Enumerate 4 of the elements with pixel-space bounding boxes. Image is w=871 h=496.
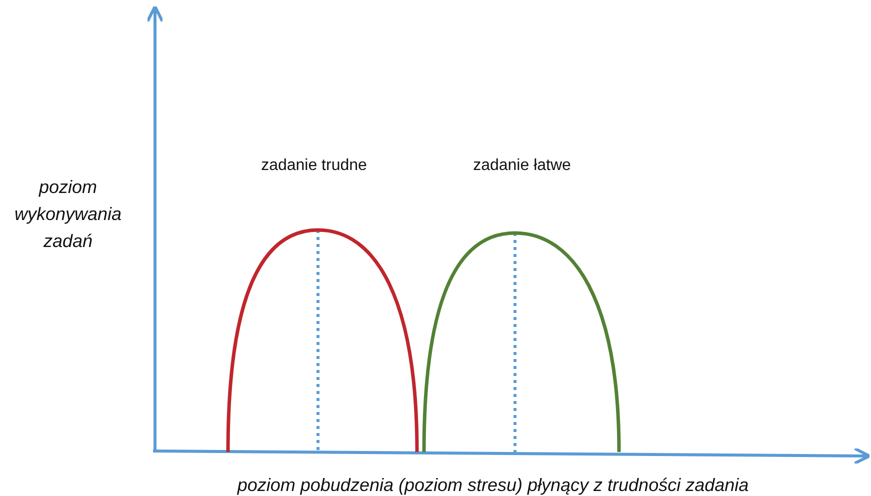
curve-label: zadanie trudne — [261, 156, 367, 176]
axis-label: poziom pobudzenia (poziom stresu) płynący z trudności zadania — [237, 475, 749, 495]
curve-label: zadanie łatwe — [473, 156, 571, 176]
axis-label: poziom wykonywania zadań — [13, 176, 123, 253]
